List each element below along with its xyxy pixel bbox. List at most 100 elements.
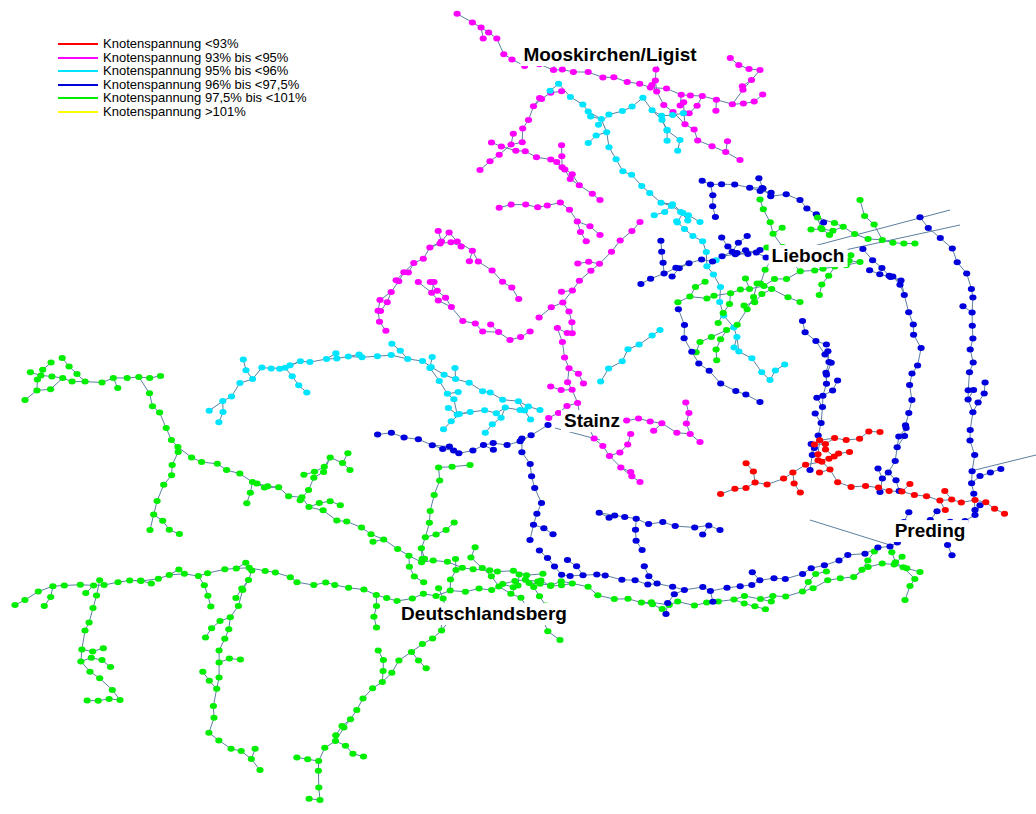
grid-node — [829, 228, 836, 234]
grid-node — [652, 78, 659, 84]
grid-node — [573, 563, 580, 569]
grid-node — [109, 687, 116, 693]
grid-node — [703, 295, 710, 301]
grid-node — [321, 745, 328, 751]
grid-node — [914, 363, 921, 369]
grid-node — [587, 268, 594, 274]
grid-node — [671, 591, 678, 597]
grid-node — [911, 492, 918, 498]
grid-node — [875, 485, 882, 491]
grid-node — [379, 679, 386, 685]
grid-node — [155, 576, 162, 582]
grid-node — [493, 410, 500, 416]
grid-node — [106, 696, 113, 702]
grid-node — [969, 309, 976, 315]
grid-node — [756, 196, 763, 202]
grid-node — [545, 415, 552, 421]
grid-node — [878, 265, 885, 271]
grid-node — [791, 480, 798, 486]
grid-node — [242, 367, 249, 373]
grid-node — [641, 563, 648, 569]
grid-node — [831, 220, 838, 226]
grid-node — [768, 599, 775, 605]
grid-node — [514, 582, 521, 588]
grid-node — [623, 418, 630, 424]
grid-node — [175, 566, 182, 572]
grid-node — [834, 479, 841, 485]
grid-node — [261, 484, 268, 490]
legend-row: Knotenspannung 95% bis <96% — [58, 64, 288, 78]
grid-line — [561, 564, 920, 606]
grid-line — [480, 98, 540, 170]
grid-node — [710, 293, 717, 299]
grid-node — [905, 410, 912, 416]
grid-node — [195, 573, 202, 579]
grid-node — [821, 562, 828, 568]
grid-node — [611, 596, 618, 602]
grid-node — [682, 399, 689, 405]
grid-node — [95, 698, 102, 704]
grid-node — [673, 430, 680, 436]
grid-node — [958, 500, 965, 506]
grid-node — [240, 357, 247, 363]
grid-node — [455, 450, 462, 456]
grid-node — [349, 751, 356, 757]
grid-node — [812, 411, 819, 417]
grid-node — [499, 397, 506, 403]
grid-node — [569, 387, 576, 393]
grid-node — [358, 525, 365, 531]
grid-node — [444, 559, 451, 565]
grid-node — [547, 583, 554, 589]
grid-node — [628, 228, 635, 234]
grid-node — [718, 235, 725, 241]
grid-node — [605, 112, 612, 118]
grid-node — [440, 595, 447, 601]
grid-node — [616, 449, 623, 455]
grid-node — [816, 470, 823, 476]
grid-node — [221, 566, 228, 572]
grid-node — [337, 502, 344, 508]
grid-node — [709, 599, 716, 605]
grid-node — [718, 181, 725, 187]
grid-node — [567, 94, 574, 100]
grid-node — [124, 375, 131, 381]
grid-node — [376, 319, 383, 325]
grid-node — [400, 269, 407, 275]
grid-node — [769, 593, 776, 599]
grid-line — [975, 500, 1005, 514]
grid-node — [458, 244, 465, 250]
grid-node — [481, 407, 488, 413]
legend-row: Knotenspannung <93% — [58, 37, 239, 51]
grid-node — [696, 339, 703, 345]
grid-node — [712, 108, 719, 114]
grid-node — [746, 185, 753, 191]
grid-node — [730, 597, 737, 603]
grid-node — [658, 249, 665, 255]
grid-node — [249, 479, 256, 485]
grid-node — [744, 233, 751, 239]
grid-node — [750, 469, 757, 475]
grid-node — [418, 545, 425, 551]
grid-node — [47, 386, 54, 392]
grid-node — [93, 593, 100, 599]
grid-line — [209, 355, 540, 411]
grid-node — [636, 479, 643, 485]
grid-node — [908, 397, 915, 403]
grid-node — [717, 491, 724, 497]
grid-line — [559, 84, 700, 222]
grid-node — [568, 319, 575, 325]
grid-node — [49, 583, 56, 589]
grid-node — [507, 591, 514, 597]
grid-node — [685, 410, 692, 416]
grid-node — [169, 462, 176, 468]
grid-line — [888, 473, 899, 491]
grid-node — [373, 592, 380, 598]
grid-node — [420, 579, 427, 585]
grid-line — [819, 267, 835, 296]
grid-node — [156, 410, 163, 416]
grid-node — [512, 148, 519, 154]
grid-node — [374, 432, 381, 438]
grid-node — [724, 138, 731, 144]
grid-node — [937, 235, 944, 241]
grid-node — [779, 225, 786, 231]
